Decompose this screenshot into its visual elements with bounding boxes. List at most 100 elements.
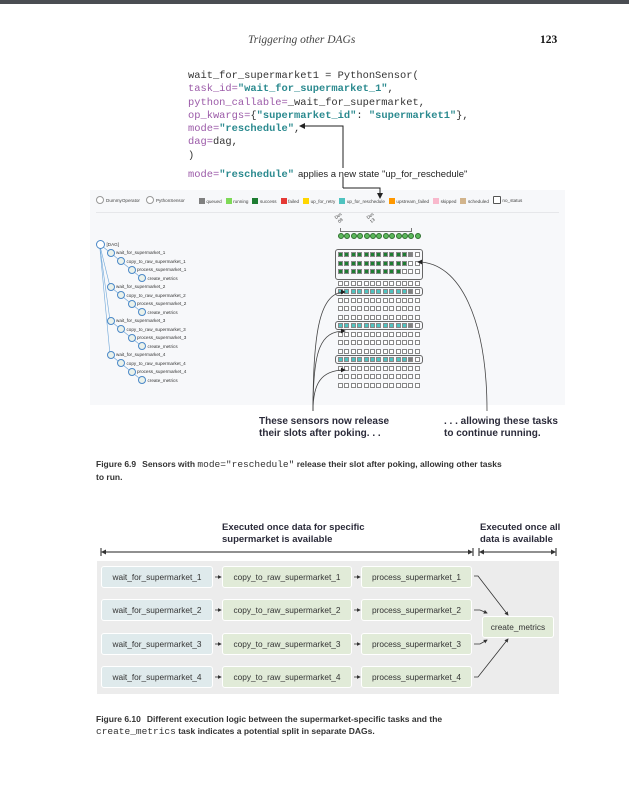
task-instance-cell[interactable] bbox=[408, 357, 414, 362]
task-box-process[interactable]: process_supermarket_1 bbox=[361, 566, 472, 588]
task-instance-cell[interactable] bbox=[363, 348, 369, 354]
task-instance-cell[interactable] bbox=[370, 269, 375, 274]
task-instance-cell[interactable] bbox=[382, 323, 388, 328]
task-instance-cell[interactable] bbox=[402, 260, 407, 266]
task-instance-cell[interactable] bbox=[376, 269, 382, 274]
task-instance-cell[interactable] bbox=[350, 252, 356, 257]
task-instance-cell[interactable] bbox=[414, 331, 420, 337]
task-instance-cell[interactable] bbox=[382, 252, 388, 257]
task-instance-cell[interactable] bbox=[389, 306, 395, 311]
task-instance-cell[interactable] bbox=[408, 297, 414, 303]
task-instance-cell[interactable] bbox=[350, 365, 356, 371]
task-instance-cell[interactable] bbox=[370, 323, 375, 328]
task-instance-cell[interactable] bbox=[395, 289, 401, 294]
task-instance-cell[interactable] bbox=[363, 269, 369, 274]
dag-run-dot[interactable] bbox=[357, 233, 364, 239]
task-instance-cell[interactable] bbox=[370, 252, 375, 257]
task-instance-cell[interactable] bbox=[357, 374, 363, 379]
task-instance-cell[interactable] bbox=[357, 289, 363, 294]
task-instance-cell[interactable] bbox=[370, 348, 375, 354]
task-instance-cell[interactable] bbox=[344, 348, 350, 354]
task-instance-cell[interactable] bbox=[408, 252, 414, 257]
task-instance-cell[interactable] bbox=[408, 269, 414, 274]
task-box-wait[interactable]: wait_for_supermarket_3 bbox=[101, 633, 213, 655]
task-instance-cell[interactable] bbox=[408, 289, 414, 294]
task-instance-cell[interactable] bbox=[338, 252, 343, 257]
task-instance-cell[interactable] bbox=[414, 280, 420, 286]
task-instance-cell[interactable] bbox=[408, 331, 414, 337]
task-instance-cell[interactable] bbox=[389, 314, 395, 320]
dag-run-dot[interactable] bbox=[395, 233, 402, 239]
task-instance-cell[interactable] bbox=[370, 340, 375, 345]
task-instance-cell[interactable] bbox=[338, 297, 343, 303]
task-instance-cell[interactable] bbox=[382, 340, 388, 345]
task-box-wait[interactable]: wait_for_supermarket_4 bbox=[101, 666, 213, 688]
task-instance-cell[interactable] bbox=[370, 357, 375, 362]
task-box-wait[interactable]: wait_for_supermarket_1 bbox=[101, 566, 213, 588]
task-instance-cell[interactable] bbox=[382, 382, 388, 388]
task-instance-cell[interactable] bbox=[350, 269, 356, 274]
task-instance-cell[interactable] bbox=[357, 269, 363, 274]
task-instance-cell[interactable] bbox=[338, 331, 343, 337]
task-instance-cell[interactable] bbox=[370, 297, 375, 303]
task-instance-cell[interactable] bbox=[402, 289, 407, 294]
task-instance-cell[interactable] bbox=[376, 365, 382, 371]
task-instance-cell[interactable] bbox=[363, 297, 369, 303]
task-instance-cell[interactable] bbox=[363, 314, 369, 320]
task-instance-cell[interactable] bbox=[363, 260, 369, 266]
tree-node[interactable]: create_metrics bbox=[138, 308, 178, 316]
task-instance-cell[interactable] bbox=[382, 306, 388, 311]
task-instance-cell[interactable] bbox=[338, 348, 343, 354]
task-instance-cell[interactable] bbox=[408, 260, 414, 266]
tree-node[interactable]: wait_for_supermarket_4 bbox=[106, 350, 165, 359]
task-instance-cell[interactable] bbox=[370, 365, 375, 371]
task-instance-cell[interactable] bbox=[389, 382, 395, 388]
task-instance-cell[interactable] bbox=[389, 280, 395, 286]
task-instance-cell[interactable] bbox=[414, 374, 420, 379]
task-instance-cell[interactable] bbox=[344, 280, 350, 286]
task-instance-cell[interactable] bbox=[408, 306, 414, 311]
task-instance-cell[interactable] bbox=[344, 297, 350, 303]
task-instance-cell[interactable] bbox=[344, 331, 350, 337]
task-instance-cell[interactable] bbox=[338, 260, 343, 266]
task-instance-cell[interactable] bbox=[395, 269, 401, 274]
tree-node[interactable]: wait_for_supermarket_3 bbox=[106, 316, 165, 325]
task-instance-cell[interactable] bbox=[389, 348, 395, 354]
task-instance-cell[interactable] bbox=[382, 348, 388, 354]
task-instance-cell[interactable] bbox=[344, 365, 350, 371]
task-instance-cell[interactable] bbox=[414, 348, 420, 354]
task-instance-cell[interactable] bbox=[363, 306, 369, 311]
dag-run-dot[interactable] bbox=[402, 233, 408, 239]
task-instance-cell[interactable] bbox=[395, 260, 401, 266]
task-instance-cell[interactable] bbox=[350, 289, 356, 294]
task-instance-cell[interactable] bbox=[363, 252, 369, 257]
task-instance-cell[interactable] bbox=[344, 269, 350, 274]
task-instance-cell[interactable] bbox=[395, 382, 401, 388]
tree-node[interactable]: wait_for_supermarket_2 bbox=[106, 282, 165, 291]
task-instance-cell[interactable] bbox=[376, 280, 382, 286]
dag-run-dot[interactable] bbox=[414, 233, 421, 239]
task-instance-cell[interactable] bbox=[357, 357, 363, 362]
task-instance-cell[interactable] bbox=[338, 280, 343, 286]
task-instance-cell[interactable] bbox=[395, 306, 401, 311]
task-instance-cell[interactable] bbox=[382, 297, 388, 303]
task-instance-cell[interactable] bbox=[408, 340, 414, 345]
task-instance-cell[interactable] bbox=[338, 374, 343, 379]
task-instance-cell[interactable] bbox=[376, 340, 382, 345]
task-instance-cell[interactable] bbox=[395, 314, 401, 320]
task-instance-cell[interactable] bbox=[382, 269, 388, 274]
task-instance-cell[interactable] bbox=[344, 260, 350, 266]
dag-run-dot[interactable] bbox=[389, 233, 396, 239]
task-instance-cell[interactable] bbox=[376, 374, 382, 379]
tree-node[interactable]: [DAG] bbox=[96, 240, 119, 249]
task-instance-cell[interactable] bbox=[363, 382, 369, 388]
task-instance-cell[interactable] bbox=[408, 314, 414, 320]
task-instance-cell[interactable] bbox=[370, 289, 375, 294]
task-box-copy[interactable]: copy_to_raw_supermarket_4 bbox=[222, 666, 352, 688]
task-instance-cell[interactable] bbox=[376, 297, 382, 303]
task-instance-cell[interactable] bbox=[395, 357, 401, 362]
task-instance-cell[interactable] bbox=[350, 260, 356, 266]
task-instance-cell[interactable] bbox=[363, 323, 369, 328]
tree-node[interactable]: copy_to_raw_supermarket_2 bbox=[117, 291, 186, 299]
task-instance-cell[interactable] bbox=[357, 323, 363, 328]
